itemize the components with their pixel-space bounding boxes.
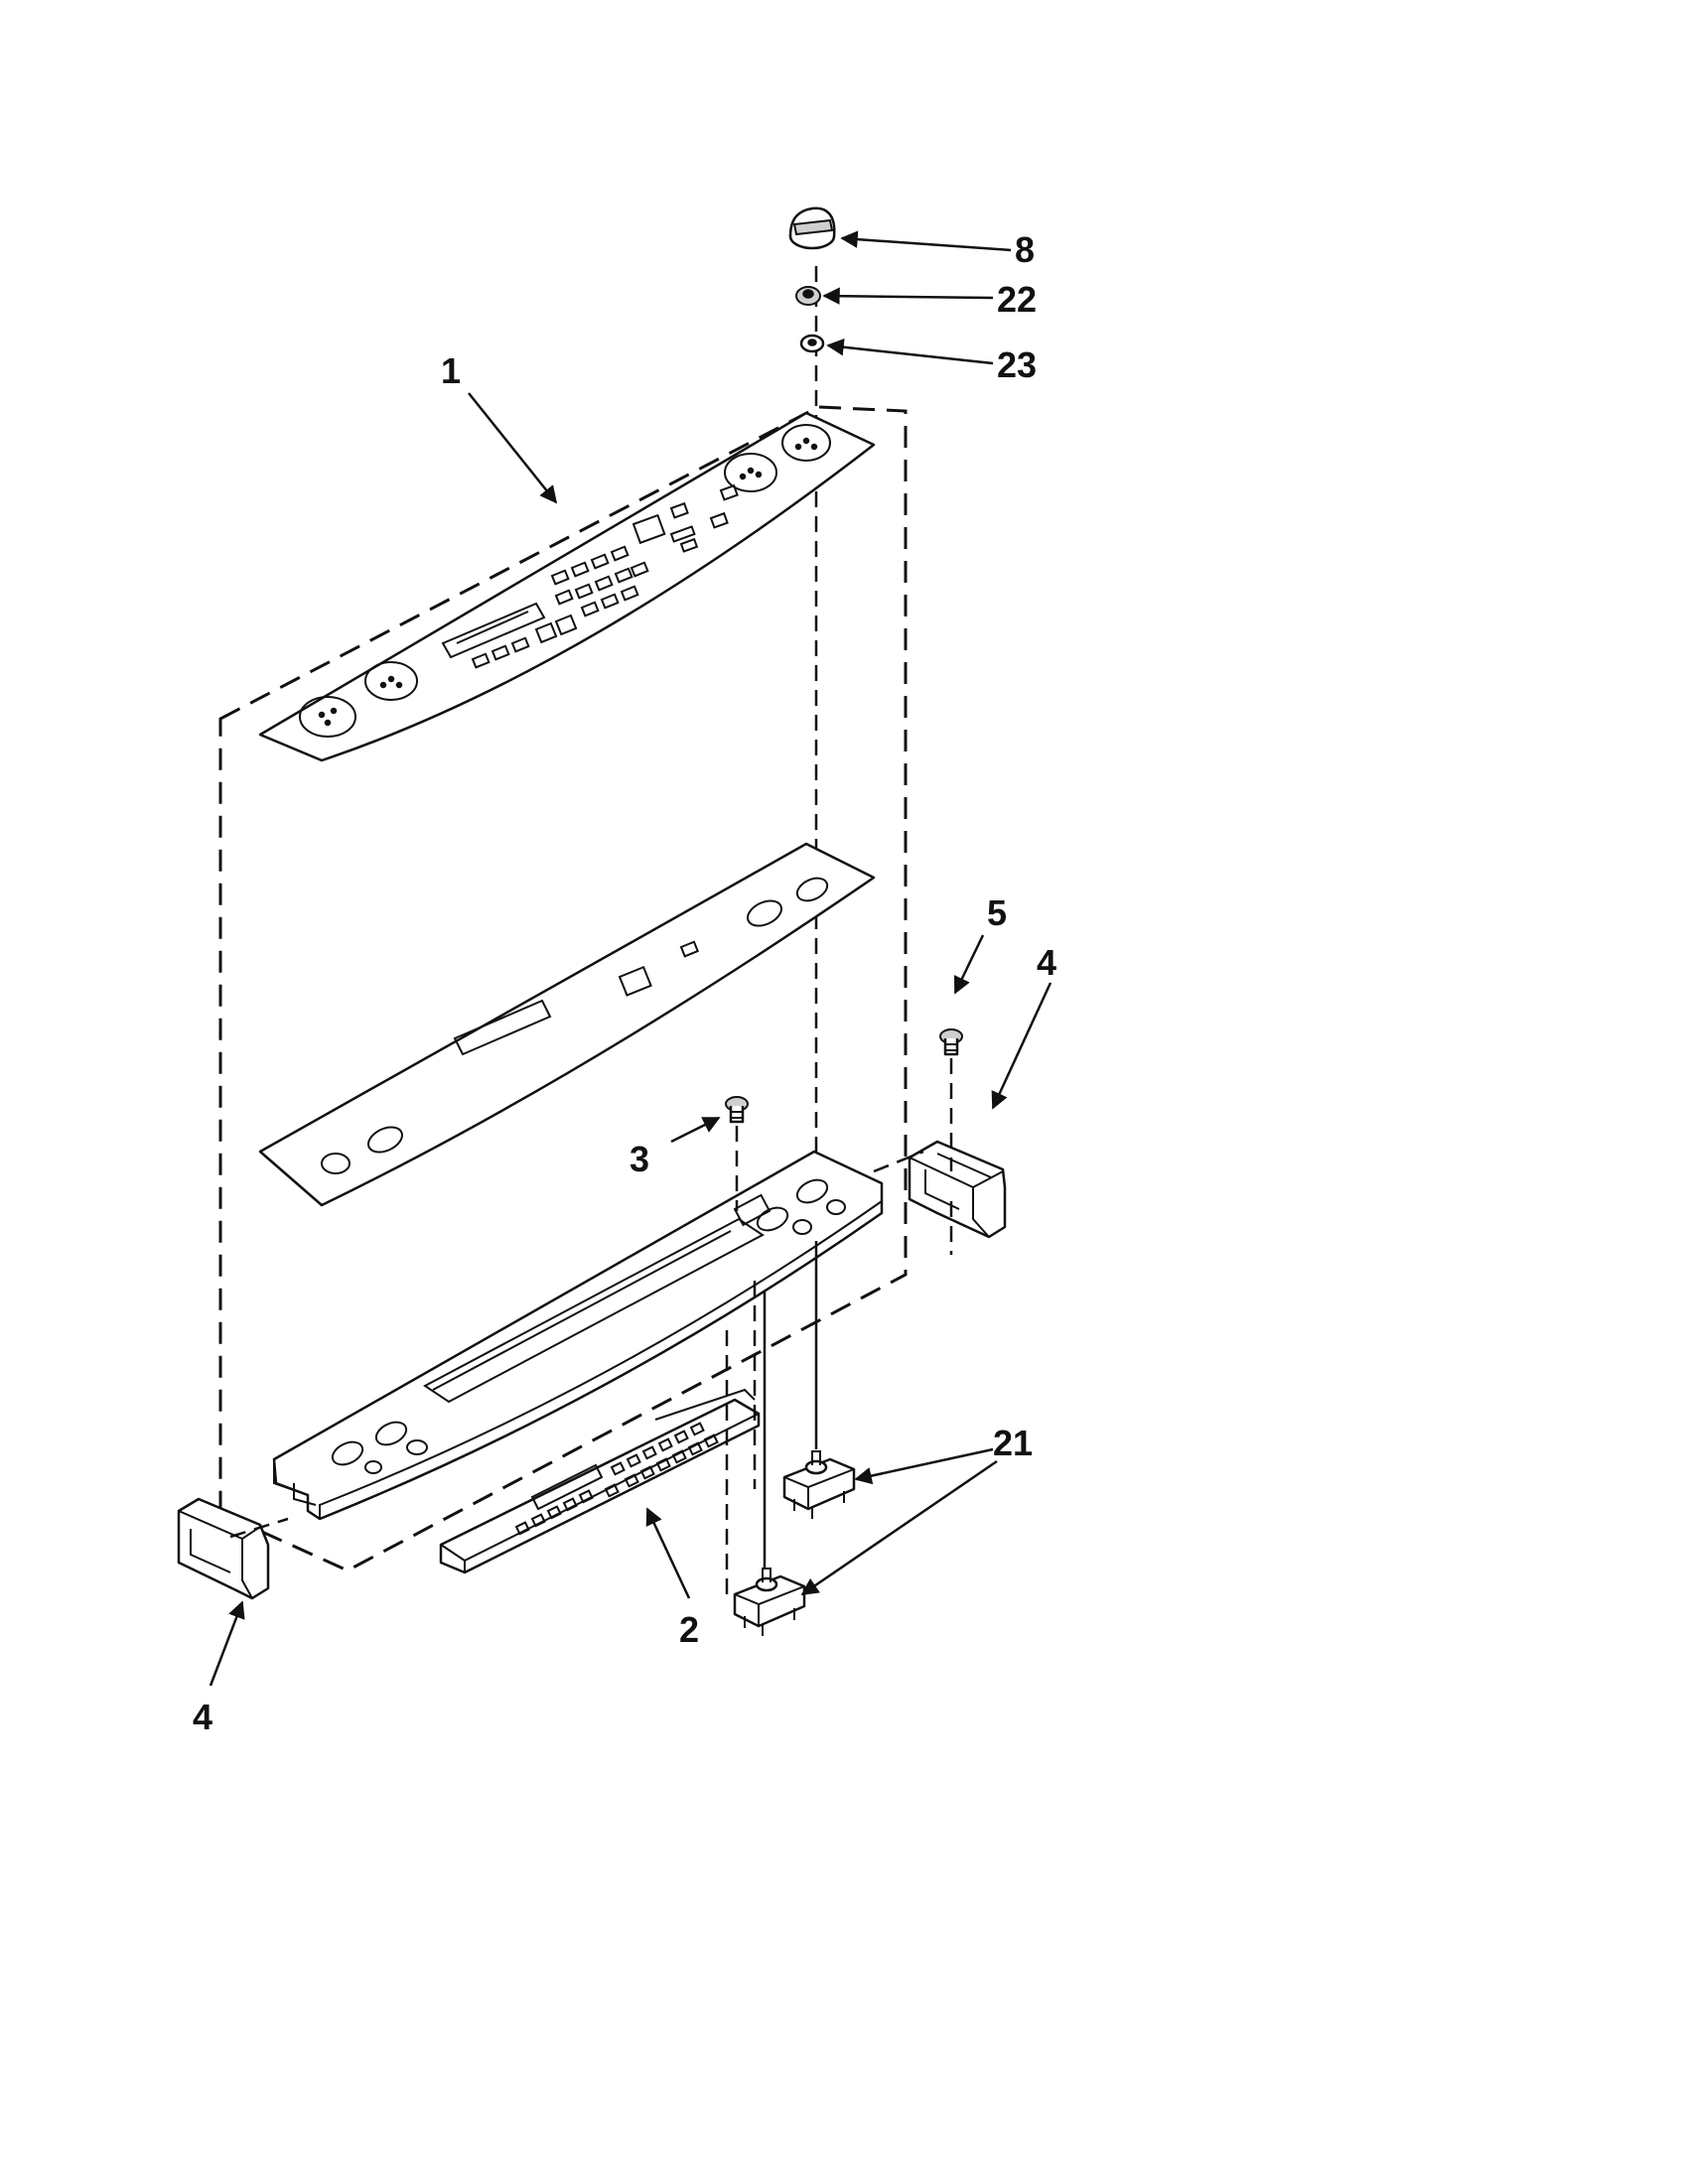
control-board-part [439,1388,761,1574]
callout-4-right: 4 [1037,942,1056,983]
callout-22: 22 [997,279,1037,320]
screw-center-part [725,1096,749,1124]
end-cap-left-part [177,1497,270,1600]
end-cap-right-part [908,1140,1007,1239]
callout-4-left: 4 [193,1697,212,1737]
leader-arrows [209,230,1052,1687]
washer-part [799,334,825,353]
callout-2: 2 [679,1609,699,1650]
callout-labels: 8 22 23 1 5 4 3 21 2 4 [193,229,1056,1737]
infinite-switch-lower [733,1568,806,1636]
burner-graphic-circles [299,424,831,738]
callout-3: 3 [630,1139,649,1179]
callout-1: 1 [441,350,461,391]
infinite-switch-upper [782,1450,856,1519]
control-panel-overlay-part [258,411,876,762]
overlay-keypad-squares [471,545,649,669]
overlay-backing-plate [258,842,876,1207]
knob-part [788,206,836,250]
callout-21: 21 [993,1423,1033,1463]
callout-5: 5 [987,892,1007,933]
callout-23: 23 [997,344,1037,385]
control-console-housing [272,1150,884,1521]
nut-part [795,286,821,306]
overlay-indicator-square [632,513,666,545]
screw-right-part [939,1028,963,1056]
callout-8: 8 [1015,229,1035,270]
overlay-display-window [441,602,546,659]
assembly-boundary-outline [218,405,908,1572]
assembly-lines [229,1058,953,1598]
